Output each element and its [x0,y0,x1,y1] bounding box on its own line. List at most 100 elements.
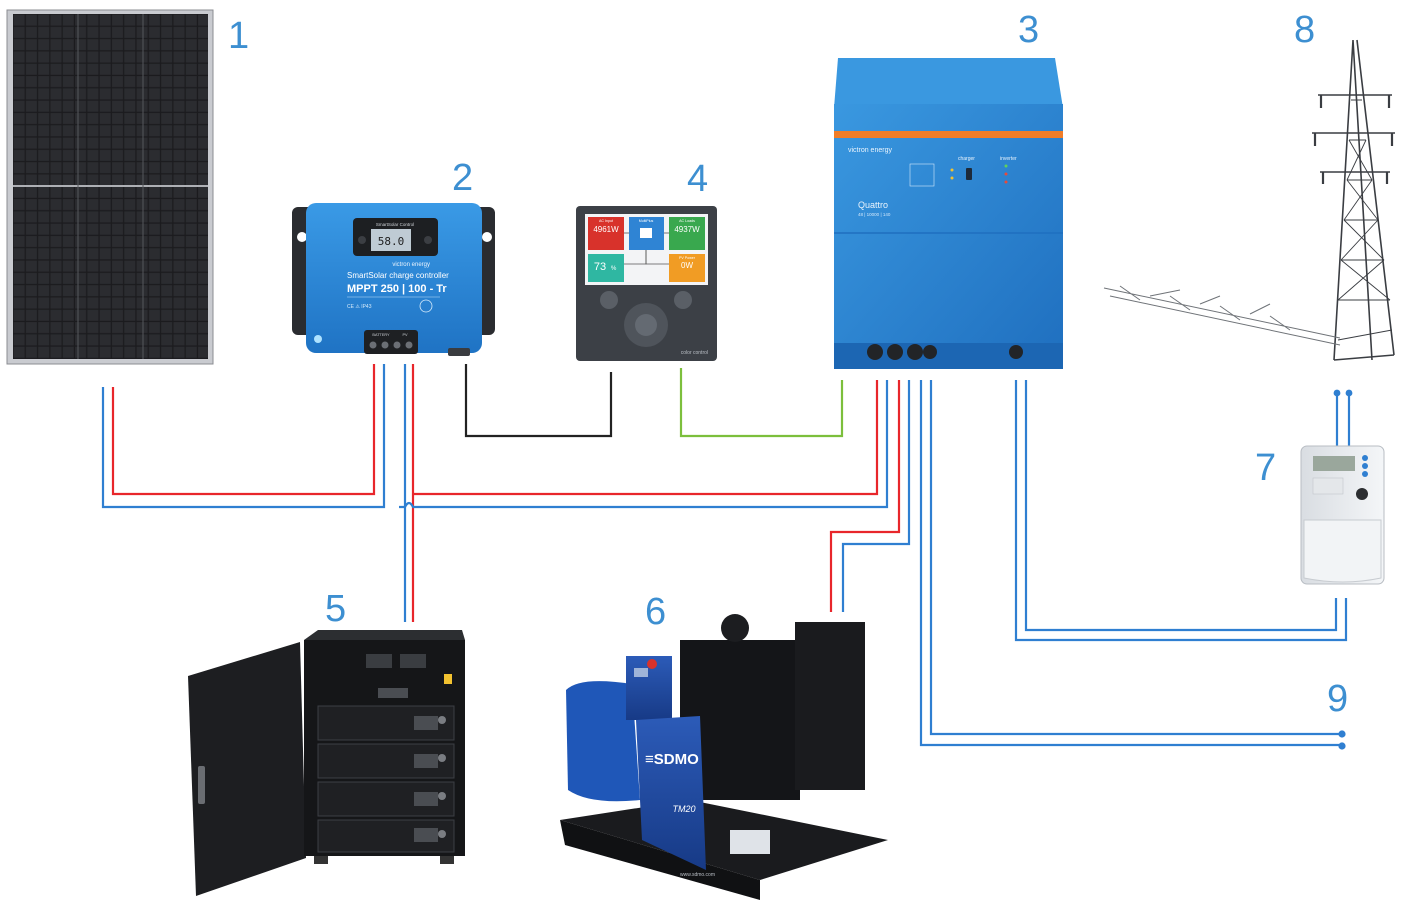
inverter-orange-stripe [834,131,1063,138]
cabinet-foot [314,856,328,864]
meter-indicator [1362,463,1368,469]
gx-inverter-title: MultiPlus [639,219,654,223]
meter-indicator [1362,471,1368,477]
gx-tile-ac-input [588,217,624,250]
gx-ac-loads-title: AC Loads [679,219,695,223]
inverter-cable-gland [907,344,923,360]
wire-generator-neutral [841,380,911,612]
inverter-main-switch[interactable] [966,168,972,180]
label-loads: 9 [1327,678,1348,720]
gx-dpad-center-button[interactable] [635,314,657,336]
cabinet-door-handle[interactable] [198,766,205,804]
pylon-shadow [1103,285,1341,346]
inverter-led [1004,180,1008,184]
wire-grid-2 [1024,380,1338,632]
cabinet-breaker[interactable] [400,654,426,668]
generator-front-panel [636,716,706,870]
generator-radiator [795,622,865,790]
wire-load-2 [929,380,1340,736]
inverter-led [950,176,954,180]
label-inverter: 3 [1018,9,1039,51]
battery-module-terminal [438,716,446,724]
battery-modules [317,705,455,853]
cabinet-foot [440,856,454,864]
mppt-mount-hole [297,232,307,242]
mppt-mount-hole [482,232,492,242]
inverter-model: Quattro [858,200,888,210]
meter-terminal-cover [1303,519,1382,583]
generator-plate [730,830,770,854]
inverter-cable-gland [1009,345,1023,359]
load-terminal-1 [1338,730,1346,738]
wire-dc-bus-positive [413,380,879,496]
mppt-terminal[interactable] [381,341,389,349]
battery-module-panel [414,716,438,730]
mppt-display-header: SmartSolar Control [376,222,414,227]
mppt-button-left[interactable] [358,236,366,244]
label-generator: 6 [645,591,666,633]
cabinet-breaker[interactable] [366,654,392,668]
mppt-button-right[interactable] [424,236,432,244]
generator-model: TM20 [672,804,695,814]
inverter-brand: victron energy [848,147,892,154]
mppt-lcd-digits: 58.0 [378,235,405,248]
label-meter: 7 [1255,447,1276,489]
mppt-terminal[interactable] [405,341,413,349]
gx-button-left[interactable] [600,291,618,309]
wire-generator-line [829,380,901,612]
inverter-led [1004,164,1008,168]
gx-tile-battery [588,254,624,282]
mppt-model: MPPT 250 | 100 - Tr [347,283,447,295]
wire-pv-positive [111,364,376,496]
generator-gauge [634,668,648,677]
generator-alternator [566,681,640,802]
generator-brand: ≡SDMO [645,751,699,768]
battery-module-terminal [438,792,446,800]
gx-ac-input-title: AC Input [599,219,613,223]
inverter-top-lid [834,58,1063,108]
label-grid: 8 [1294,9,1315,51]
load-terminal-2 [1338,742,1346,750]
wire-load-1 [919,380,1340,747]
inverter-cable-gland [923,345,937,359]
gx-ac-input-value: 4961W [593,225,619,234]
pylon-insulators [1313,95,1394,184]
inverter-panel-charger: charger [958,156,975,162]
label-battery: 5 [325,588,346,630]
meter-indicator [1362,455,1368,461]
pylon-terminal-2 [1345,389,1353,397]
wire-dc-bus-negative [399,380,889,509]
cabinet-top [304,630,465,640]
generator-emergency-stop[interactable] [647,659,657,669]
cabinet-warning-label [444,674,452,684]
generator-url: www.sdmo.com [680,872,715,878]
mppt-bluetooth-led [314,335,322,343]
pylon-lattice [1337,99,1393,341]
solar-panel [6,9,214,365]
cabinet-busbar [378,688,408,698]
meter-lcd [1313,456,1355,471]
label-color-control: 4 [687,158,708,200]
gx-pv-title: PV Power [679,256,696,260]
inverter-cable-gland [867,344,883,360]
power-pylon [1103,39,1395,361]
generator-air-filter [721,614,749,642]
gx-button-right[interactable] [674,291,692,309]
generator-brand-name: SDMO [654,751,699,768]
mppt-ve-direct-port[interactable] [448,348,470,356]
battery-module-panel [414,792,438,806]
gx-tile-ac-loads [669,217,705,250]
mppt-port-pv: PV [402,333,408,337]
mppt-brand: victron energy [392,262,430,268]
battery-module-panel [414,754,438,768]
inverter-diagram-box [909,163,935,187]
pylon-terminal-1 [1333,389,1341,397]
battery-module [317,743,455,779]
gx-battery-value: 73 [594,261,606,273]
gx-inverter-icon [640,228,652,238]
mppt-terminal[interactable] [393,341,401,349]
diesel-generator: ≡SDMO TM20 www.sdmo.com [560,614,888,900]
meter-button[interactable] [1356,488,1368,500]
mppt-terminal[interactable] [369,341,377,349]
